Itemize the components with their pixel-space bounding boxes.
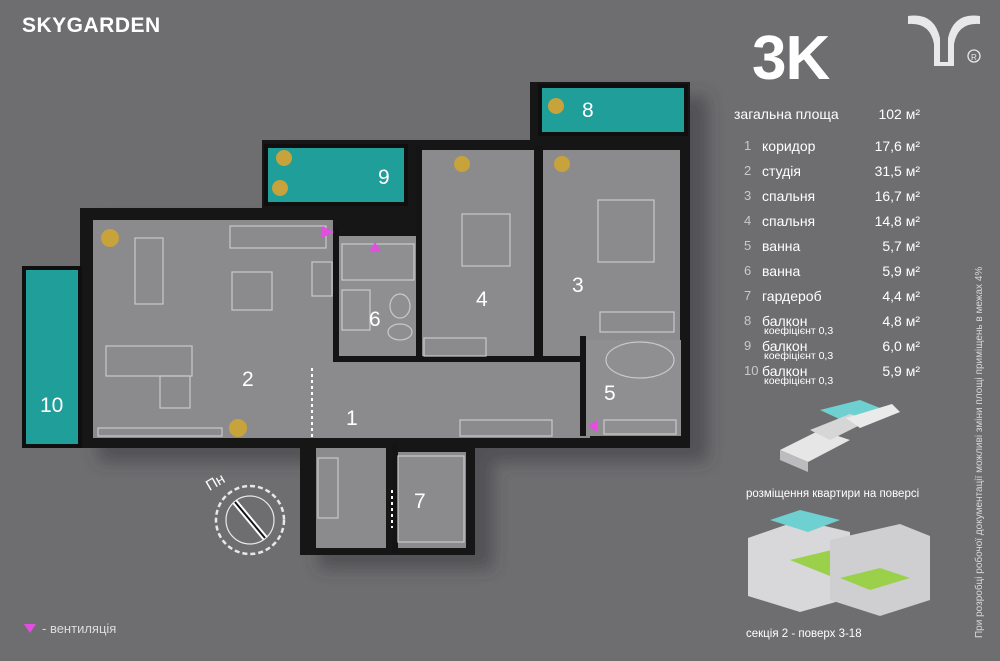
room-list: 1 коридор 17,6 м² 2 студія 31,5 м² 3 спальня 16,… <box>744 136 920 387</box>
room-name: балкон <box>762 313 808 329</box>
room-coefficient: коефіцієнт 0,3 <box>764 350 834 362</box>
plan-label-5: 5 <box>604 382 616 405</box>
room-5-floor <box>585 340 681 436</box>
room-name: балкон <box>762 363 808 379</box>
floor-location-illustration <box>780 400 900 472</box>
corridor-lower-floor <box>316 448 386 548</box>
room-area: 17,6 м² <box>874 138 920 154</box>
room-area: 16,7 м² <box>874 188 920 204</box>
compass-icon <box>214 484 286 556</box>
room-row: 3 спальня 16,7 м² <box>744 186 920 211</box>
room-num: 9 <box>744 338 752 353</box>
room-area: 5,9 м² <box>882 363 920 379</box>
room-area: 6,0 м² <box>882 338 920 354</box>
room-area: 31,5 м² <box>874 163 920 179</box>
room-7-floor <box>398 452 466 548</box>
room-row: 6 ванна 5,9 м² <box>744 261 920 286</box>
room-area: 4,8 м² <box>882 313 920 329</box>
room-num: 8 <box>744 313 752 328</box>
room-area: 5,9 м² <box>882 263 920 279</box>
room-num: 5 <box>744 238 752 253</box>
room-name: гардероб <box>762 288 822 304</box>
room-coefficient: коефіцієнт 0,3 <box>764 325 834 337</box>
section-illustration <box>748 510 930 616</box>
room-num: 10 <box>744 363 759 378</box>
brand-logo-icon: R <box>908 15 981 66</box>
balcony-9 <box>264 144 408 206</box>
plan-label-10: 10 <box>40 394 63 417</box>
floor-location-caption: розміщення квартири на поверсі <box>746 488 920 500</box>
room-row: 5 ванна 5,7 м² <box>744 236 920 261</box>
room-name: спальня <box>762 213 816 229</box>
room-num: 3 <box>744 188 752 203</box>
plan-label-6: 6 <box>369 308 381 331</box>
room-area: 5,7 м² <box>882 238 920 254</box>
total-area-label: загальна площа <box>734 106 839 122</box>
room-2-floor <box>93 220 333 438</box>
room-name: спальня <box>762 188 816 204</box>
balcony-8 <box>538 84 688 136</box>
total-area-value: 102 м² <box>878 106 920 122</box>
room-row: 8 балкон 4,8 м² коефіцієнт 0,3 <box>744 311 920 337</box>
total-area: загальна площа 102 м² <box>734 106 920 122</box>
svg-text:R: R <box>971 53 977 62</box>
room-3-floor <box>543 150 680 360</box>
room-row: 2 студія 31,5 м² <box>744 161 920 186</box>
room-row: 4 спальня 14,8 м² <box>744 211 920 236</box>
room-name: балкон <box>762 338 808 354</box>
room-name: ванна <box>762 263 801 279</box>
room-4-floor <box>422 150 534 358</box>
room-row: 1 коридор 17,6 м² <box>744 136 920 161</box>
room-row: 7 гардероб 4,4 м² <box>744 286 920 311</box>
plan-label-7: 7 <box>414 490 426 513</box>
apartment-code: 3K <box>752 24 830 93</box>
room-num: 2 <box>744 163 752 178</box>
room-area: 4,4 м² <box>882 288 920 304</box>
room-coefficient: коефіцієнт 0,3 <box>764 375 834 387</box>
plan-label-3: 3 <box>572 274 584 297</box>
ventilation-marker-icon <box>24 624 36 633</box>
ventilation-legend: - вентиляція <box>24 621 116 636</box>
ventilation-legend-text: - вентиляція <box>42 621 117 636</box>
plan-label-1: 1 <box>346 407 358 430</box>
room-num: 6 <box>744 263 752 278</box>
brand-title: SKYGARDEN <box>22 14 161 37</box>
section-caption: секція 2 - поверх 3-18 <box>746 628 862 640</box>
plan-label-8: 8 <box>582 99 594 122</box>
disclaimer-note: При розробці робочої документації можлив… <box>974 266 985 638</box>
room-num: 1 <box>744 138 752 153</box>
room-name: ванна <box>762 238 801 254</box>
room-name: коридор <box>762 138 816 154</box>
room-row: 9 балкон 6,0 м² коефіцієнт 0,3 <box>744 336 920 362</box>
room-area: 14,8 м² <box>874 213 920 229</box>
balcony-10 <box>22 266 82 448</box>
plan-label-4: 4 <box>476 288 488 311</box>
room-num: 7 <box>744 288 752 303</box>
plan-label-9: 9 <box>378 166 390 189</box>
room-1-floor <box>300 358 590 438</box>
room-name: студія <box>762 163 801 179</box>
room-num: 4 <box>744 213 752 228</box>
plan-label-2: 2 <box>242 368 254 391</box>
